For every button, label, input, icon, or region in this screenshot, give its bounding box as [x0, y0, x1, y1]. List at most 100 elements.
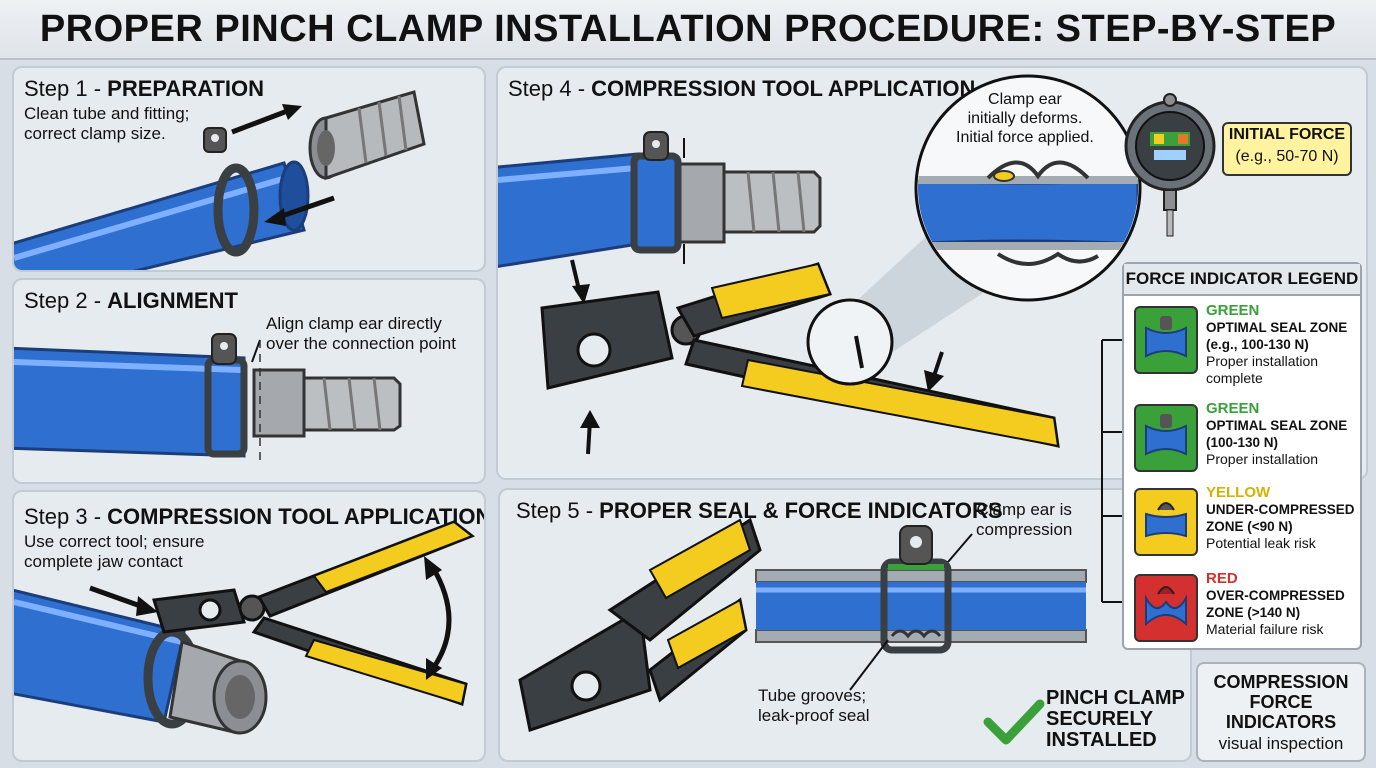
step-3-description: Use correct tool; ensure complete jaw co…: [24, 532, 204, 572]
step-5-heading: Step 5 - PROPER SEAL & FORCE INDICATORS: [516, 498, 1003, 524]
step-name: PREPARATION: [107, 76, 265, 101]
step-4-callout: Clamp ear initially deforms. Initial for…: [956, 90, 1094, 147]
step-name: PROPER SEAL & FORCE INDICATORS: [599, 498, 1003, 523]
step-3-heading: Step 3 - COMPRESSION TOOL APPLICATION: [24, 504, 486, 530]
callout-line: Initial force applied.: [956, 129, 1094, 146]
step-name: COMPRESSION TOOL APPLICATION: [107, 504, 486, 529]
step-3-panel: Step 3 - COMPRESSION TOOL APPLICATION Us…: [12, 490, 486, 762]
legend-color-name: RED: [1206, 570, 1238, 587]
desc-line: Use correct tool; ensure: [24, 532, 205, 551]
step-number: Step 2 -: [24, 288, 108, 313]
step-1-illustration: [14, 90, 426, 270]
yellow-handle: [648, 518, 752, 600]
pinch-clamp: [630, 131, 682, 254]
step-name: COMPRESSION TOOL APPLICATION: [591, 76, 976, 101]
legend-zone: OPTIMAL SEAL ZONE (100-130 N): [1206, 418, 1348, 450]
double-arrow-icon: [429, 564, 452, 672]
legend-zone: OVER-COMPRESSED ZONE (>140 N): [1206, 588, 1345, 620]
sealed-tube-cutaway: [755, 569, 1087, 643]
arrow-icon: [854, 335, 864, 369]
red-zone-icon: [1134, 574, 1198, 642]
force-indicator-legend: FORCE INDICATOR LEGEND GREEN OPTIMAL SEA…: [1122, 262, 1362, 650]
legend-note: Potential leak risk: [1206, 535, 1316, 551]
pinch-clamp: [880, 525, 952, 654]
callout-line: Clamp ear: [988, 91, 1062, 108]
step-2-callout: Align clamp ear directly over the connec…: [266, 314, 456, 354]
callout-line: over the connection point: [266, 334, 456, 353]
legend-item-green-2: GREEN OPTIMAL SEAL ZONE (100-130 N) Prop…: [1132, 396, 1356, 476]
legend-color-name: GREEN: [1206, 400, 1260, 417]
step-number: Step 1 -: [24, 76, 108, 101]
callout-line: initially deforms.: [967, 110, 1083, 127]
legend-range: (e.g., 100-130 N): [1206, 337, 1309, 352]
legend-note: Proper installation complete: [1206, 353, 1319, 386]
step-5-illustration: [518, 517, 1087, 745]
desc-line: Clean tube and fitting;: [24, 104, 190, 123]
compression-indicators-box: COMPRESSION FORCE INDICATORS visual insp…: [1196, 662, 1366, 762]
zoomed-tube-section: [918, 160, 1138, 266]
title-bar: PROPER PINCH CLAMP INSTALLATION PROCEDUR…: [0, 0, 1376, 60]
indicator-sub: visual inspection: [1218, 734, 1344, 753]
callout-line: Tube grooves;: [758, 686, 867, 705]
desc-line: correct clamp size.: [24, 124, 166, 143]
step-5-panel: Step 5 - PROPER SEAL & FORCE INDICATORS …: [498, 488, 1192, 762]
legend-zone: OPTIMAL SEAL ZONE: [1206, 320, 1348, 335]
green-zone-icon: [1134, 306, 1198, 374]
pinch-clamp: [213, 163, 259, 257]
green-zone-icon: [1134, 404, 1198, 472]
yellow-handle: [740, 358, 1060, 448]
callout-line: Clamp ear is: [976, 500, 1072, 519]
initial-force-label: INITIAL FORCE (e.g., 50-70 N): [1222, 122, 1352, 176]
step-2-illustration: [14, 333, 402, 460]
yellow-handle: [710, 262, 832, 320]
initial-force-value: (e.g., 50-70 N): [1235, 148, 1339, 165]
force-gauge-icon: [1124, 93, 1216, 237]
callout-line: compression: [976, 520, 1073, 539]
yellow-handle: [304, 638, 468, 706]
compression-pliers: [540, 262, 1060, 448]
step-4-heading: Step 4 - COMPRESSION TOOL APPLICATION: [508, 76, 975, 102]
legend-item-red: RED OVER-COMPRESSED ZONE (>140 N) Materi…: [1132, 566, 1356, 646]
yellow-handle: [666, 598, 748, 670]
legend-color-name: YELLOW: [1206, 484, 1271, 501]
initial-force-title: INITIAL FORCE: [1228, 126, 1346, 143]
legend-note: Material failure risk: [1206, 621, 1324, 637]
step-number: Step 4 -: [508, 76, 592, 101]
step-1-panel: Step 1 - PREPARATION Clean tube and fitt…: [12, 66, 486, 272]
legend-item-green-1: GREEN OPTIMAL SEAL ZONE (e.g., 100-130 N…: [1132, 298, 1356, 386]
step-1-heading: Step 1 - PREPARATION: [24, 76, 264, 102]
arrow-icon: [231, 107, 291, 135]
step-2-panel: Step 2 - ALIGNMENT Align clamp ear direc…: [12, 278, 486, 484]
step-5-callout-top: Clamp ear is compression: [976, 500, 1072, 540]
securely-installed-label: PINCH CLAMP SECURELY INSTALLED: [1046, 687, 1185, 751]
deforming-clamp-ear: [986, 160, 1090, 180]
callout-line: Align clamp ear directly: [266, 314, 442, 333]
step-number: Step 3 -: [24, 504, 108, 529]
step-number: Step 5 -: [516, 498, 600, 523]
desc-line: complete jaw contact: [24, 552, 183, 571]
barbed-fitting: [252, 368, 402, 438]
barbed-fitting: [308, 90, 426, 181]
step-name: ALIGNMENT: [107, 288, 238, 313]
arrow-icon: [275, 195, 335, 221]
detail-circle-small: [806, 298, 894, 386]
blue-tube: [14, 346, 246, 458]
step-5-callout-bottom: Tube grooves; leak-proof seal: [758, 686, 870, 726]
arrow-icon: [251, 339, 261, 363]
step-3-illustration: [14, 520, 475, 735]
legend-zone: UNDER-COMPRESSED ZONE (<90 N): [1206, 502, 1355, 534]
legend-note: Proper installation: [1206, 451, 1319, 467]
yellow-handle: [312, 520, 475, 594]
compression-pliers: [152, 520, 475, 706]
check-icon: [983, 699, 1045, 745]
barbed-fitting: [672, 162, 822, 244]
legend-title: FORCE INDICATOR LEGEND: [1124, 264, 1360, 296]
pinch-clamp: [204, 333, 248, 458]
callout-line: leak-proof seal: [758, 706, 870, 725]
legend-color-name: GREEN: [1206, 302, 1260, 319]
step-4-illustration: [498, 74, 1142, 455]
indicator-label: COMPRESSION FORCE INDICATORS: [1213, 672, 1349, 732]
page-title: PROPER PINCH CLAMP INSTALLATION PROCEDUR…: [39, 7, 1337, 50]
yellow-zone-icon: [1134, 488, 1198, 556]
barbed-fitting: [168, 640, 268, 735]
